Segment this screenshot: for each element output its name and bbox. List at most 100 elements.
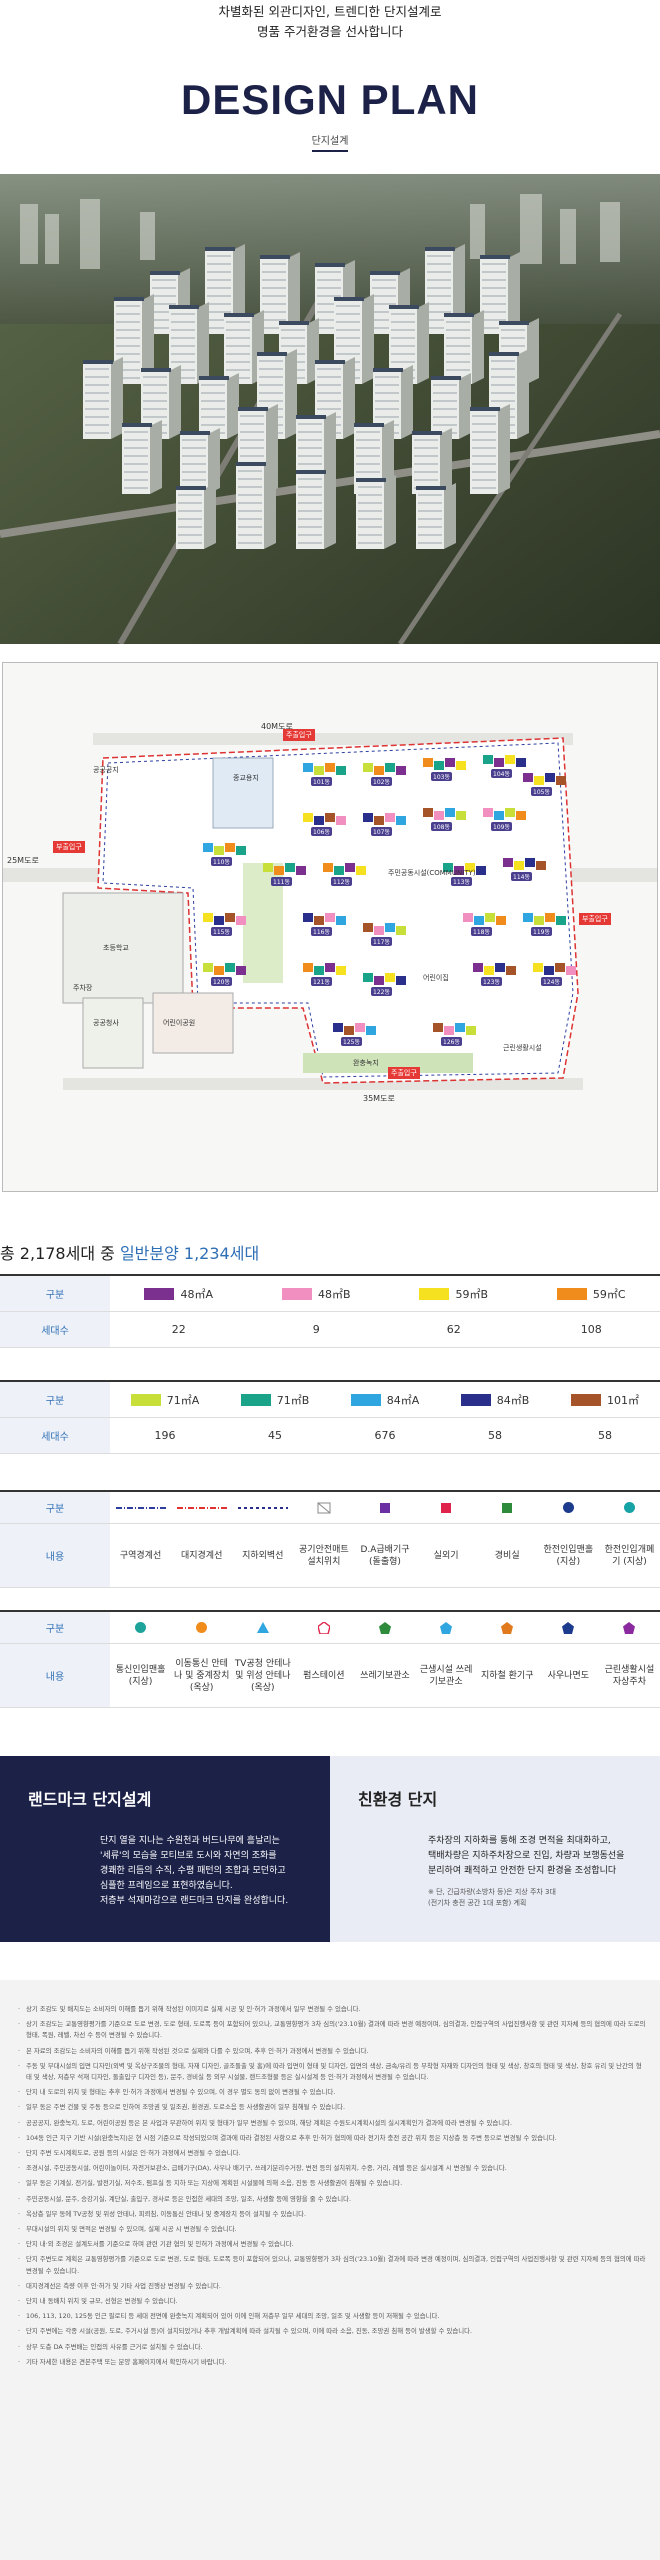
note-item: 공공공지, 완충녹지, 도로, 어린이공원 등은 본 사업과 무관하여 위치 및… [18, 2118, 646, 2129]
legend-item-telecom-manhole: 통신인입맨홀 (지상) [115, 1664, 166, 1687]
card-eco-complex: 친환경 단지 주차장의 지하화를 통해 조경 면적을 최대화하고, 택배차량은 … [330, 1756, 660, 1942]
unit-type-table-1: 구분 48㎡A 48㎡B 59㎡B 59㎡C 세대수 22 9 62 108 [0, 1274, 660, 1348]
apartment-tower [444, 310, 484, 384]
legend-item-basement-line: 지하외벽선 [242, 1550, 284, 1561]
building-footprint [303, 813, 346, 825]
building-label: 116동 [311, 927, 332, 936]
building-footprint [483, 808, 526, 820]
triangle-blue-icon [232, 1612, 293, 1643]
aerial-render-image [0, 174, 660, 644]
road-label-north: 40M도로 [261, 722, 293, 731]
note-item: 단지 주변에는 각종 시설(공원, 도로, 주거시설 등)이 설치되었거나 추후… [18, 2326, 646, 2337]
building-label: 103동 [431, 772, 452, 781]
building-label: 105동 [531, 787, 552, 796]
household-totals: 총 2,178세대 중 일반분양 1,234세대 [0, 1240, 660, 1264]
note-item: 주민공동시설, 문주, 승강기실, 계단실, 출입구, 경사로 등은 인접한 세… [18, 2194, 646, 2205]
page-title: DESIGN PLAN [180, 76, 480, 123]
building-footprint [423, 808, 466, 820]
building-footprint [533, 963, 576, 975]
building-label: 122동 [371, 987, 392, 996]
swatch-71b [240, 1393, 271, 1406]
count-59c: 108 [580, 1323, 602, 1336]
row-head-type: 구분 [0, 1382, 110, 1417]
note-item: 기타 자세한 내용은 견본주택 또는 분양 홈페이지에서 확인하시기 바랍니다. [18, 2357, 646, 2368]
building-label: 111동 [271, 877, 292, 886]
building-footprint [523, 773, 566, 785]
note-item: 일부 동은 주변 건물 및 주동 등으로 인하여 조망권 및 일조권, 환경권,… [18, 2102, 646, 2113]
building-label: 107동 [371, 827, 392, 836]
apartment-tower [176, 483, 216, 549]
building-footprint [463, 913, 506, 925]
note-item: 주동 및 부대시설의 입면 디자인(외벽 및 옥상구조물의 형태, 자재 디자인… [18, 2061, 646, 2083]
unit-type-48b: 48㎡B [248, 1286, 386, 1302]
building-footprint [333, 1023, 376, 1035]
pentagon-green-icon [354, 1612, 415, 1643]
building-footprints [203, 755, 576, 1035]
note-item: 상부 도층 DA 주변배는 인접의 사유를 근거로 설치될 수 있습니다. [18, 2342, 646, 2353]
legend-item-trash: 쓰레기보관소 [360, 1670, 410, 1681]
building-label: 104동 [491, 769, 512, 778]
unit-table-1-type-row: 구분 48㎡A 48㎡B 59㎡B 59㎡C [0, 1276, 660, 1312]
page-subtitle: 단지설계 [311, 132, 349, 152]
gate-sub-west: 부출입구 [53, 841, 85, 853]
apartment-towers [83, 244, 539, 549]
pentagon-navy-icon [538, 1612, 599, 1643]
legend-item-exhaust: D.A급배기구 (돌출형) [360, 1544, 410, 1567]
apartment-tower [416, 483, 456, 549]
legend-item-pump-station: 펌스테이션 [303, 1670, 345, 1681]
building-label: 117동 [371, 937, 392, 946]
building-footprint [363, 923, 406, 935]
gate-main-south: 주출입구 [388, 1067, 420, 1079]
intro-line-1: 차별화된 외관디자인, 트렌디한 단지설계로 [218, 4, 442, 19]
swatch-71a [130, 1393, 161, 1406]
building-label: 120동 [211, 977, 232, 986]
dash-line-red-icon [171, 1492, 232, 1523]
unit-table-2-type-row: 구분 71㎡A 71㎡B 84㎡A 84㎡B 101㎡ [0, 1382, 660, 1418]
apartment-tower [122, 420, 162, 494]
count-84b: 58 [488, 1429, 502, 1442]
building-footprint [323, 863, 366, 875]
legend-table-1: 구분 내용 구역경계선 대지경계선 지하외벽선 공기안전매트 설치위치 D.A급… [0, 1490, 660, 1588]
building-footprint [303, 913, 346, 925]
unit-type-84b: 84㎡B [440, 1392, 550, 1408]
apartment-tower [389, 302, 429, 384]
apartment-tower [412, 428, 452, 494]
unit-table-1-count-row: 세대수 22 9 62 108 [0, 1312, 660, 1348]
note-item: 본 자료의 조감도는 소비자의 이해를 돕기 위해 작성된 것으로 실제와 다를… [18, 2046, 646, 2057]
row-head-count: 세대수 [0, 1312, 110, 1347]
apartment-tower [205, 244, 245, 334]
count-71a: 196 [154, 1429, 176, 1442]
building-footprint [203, 913, 246, 925]
building-label: 112동 [331, 877, 352, 886]
count-48a: 22 [171, 1323, 186, 1336]
pentagon-pink-icon [293, 1612, 354, 1643]
swatch-59b [419, 1287, 450, 1300]
legend-2-icon-row: 구분 [0, 1612, 660, 1644]
legend-item-retail-parking: 근린생활시설 자상주차 [604, 1664, 655, 1687]
road-label-west: 25M도로 [7, 856, 39, 865]
building-label: 115동 [211, 927, 232, 936]
card-landmark-title: 랜드마크 단지설계 [28, 1790, 152, 1809]
building-label: 121동 [311, 977, 332, 986]
legend-item-retail-trash: 근생시설 쓰레기보관소 [419, 1664, 473, 1687]
circle-navy-icon [538, 1492, 599, 1523]
swatch-59c [556, 1287, 587, 1300]
totals-prefix: 총 2,178세대 중 [0, 1244, 115, 1263]
legend-item-sauna: 사우나면도 [547, 1670, 590, 1681]
building-label: 113동 [451, 877, 472, 886]
note-item: 단지 내·외 조경은 설계도서를 기준으로 하며 관련 기관 협의 및 인허가 … [18, 2239, 646, 2250]
row-head-type: 구분 [0, 1492, 110, 1523]
apartment-tower [296, 467, 336, 549]
legend-item-outdoor-unit: 실외기 [433, 1550, 459, 1561]
count-48b: 9 [312, 1323, 320, 1336]
legend-item-kepco-switch: 한전인입개폐기 (지상) [604, 1544, 655, 1567]
note-item: 단지 내 동배치 위치 및 규모, 선형은 변경될 수 있습니다. [18, 2296, 646, 2307]
swatch-84a [350, 1393, 381, 1406]
unit-type-101: 101㎡ [550, 1392, 660, 1408]
site-plan-map: 40M도로 25M도로 35M도로 주출입구 부출입구 부출입구 주출입구 공공… [2, 662, 658, 1192]
count-59b: 62 [446, 1323, 461, 1336]
legend-item-zone-line: 구역경계선 [119, 1550, 162, 1561]
swatch-84b [460, 1393, 491, 1406]
building-label: 126동 [441, 1037, 462, 1046]
building-label: 102동 [371, 777, 392, 786]
